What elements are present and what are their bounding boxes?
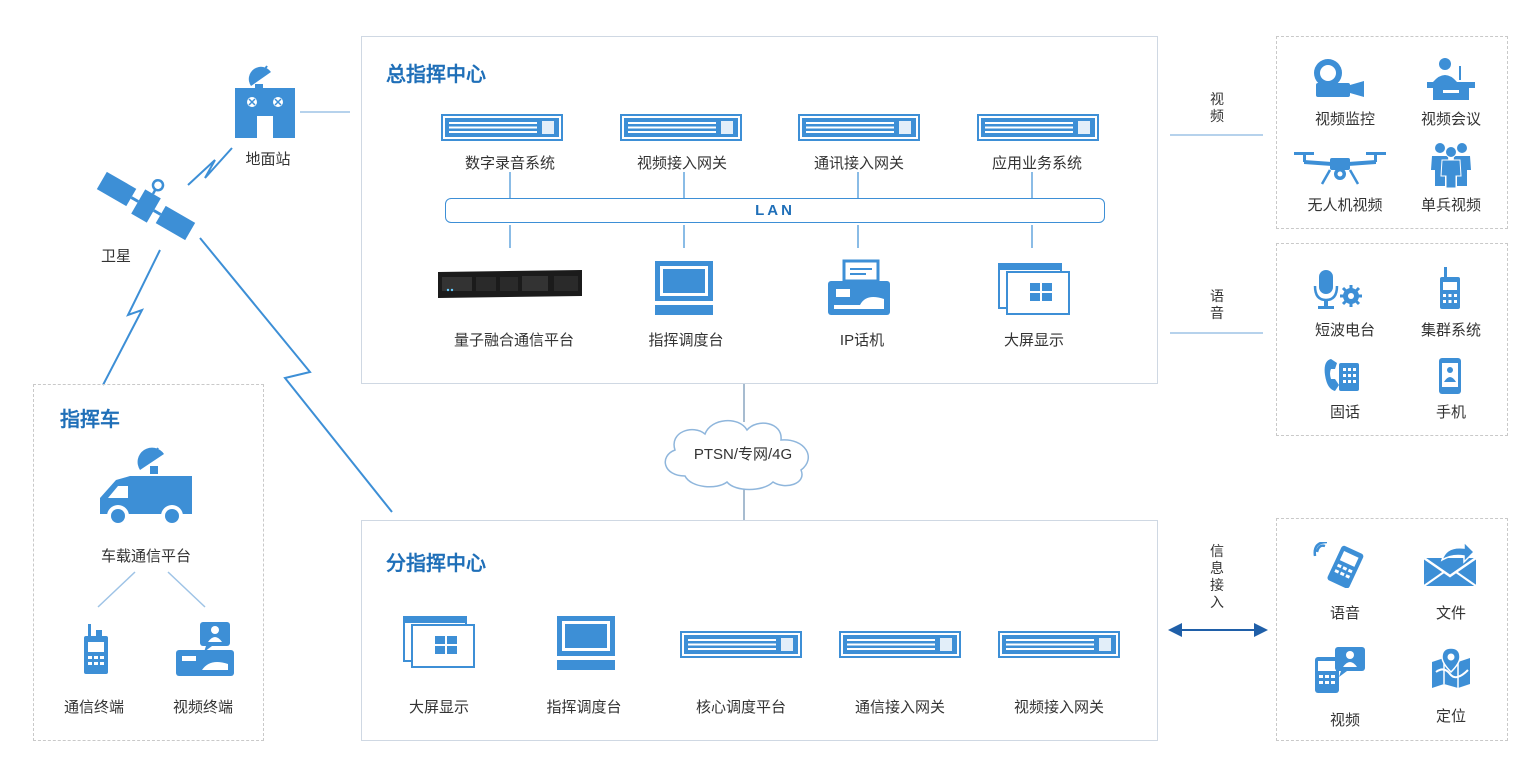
server-icon bbox=[977, 114, 1099, 141]
sub-dispatch-console-label: 指挥调度台 bbox=[546, 699, 622, 716]
server-icon bbox=[441, 114, 563, 141]
video-call-icon bbox=[1313, 645, 1367, 695]
quantum-platform-label: 量子融合通信平台 bbox=[453, 332, 575, 349]
recording-system-label: 数字录音系统 bbox=[464, 155, 556, 172]
server-icon bbox=[680, 631, 802, 658]
landline-icon bbox=[1323, 357, 1361, 393]
landline-label: 固话 bbox=[1329, 404, 1361, 421]
vehicle-platform-label: 车载通信平台 bbox=[100, 548, 192, 565]
main-command-center-panel bbox=[361, 36, 1158, 384]
ground-station-label: 地面站 bbox=[245, 151, 291, 168]
server-icon bbox=[798, 114, 920, 141]
sub-video-gateway-label: 视频接入网关 bbox=[1013, 699, 1105, 716]
video-conference-label: 视频会议 bbox=[1420, 111, 1482, 128]
walkie-talkie-icon bbox=[82, 622, 110, 676]
dispatch-console-icon bbox=[555, 614, 617, 672]
core-dispatch-platform-label: 核心调度平台 bbox=[695, 699, 787, 716]
quantum-platform-device-icon bbox=[436, 268, 584, 300]
info-file-label: 文件 bbox=[1435, 605, 1467, 622]
video-terminal-label: 视频终端 bbox=[172, 699, 234, 716]
info-access-panel bbox=[1276, 518, 1508, 741]
ip-phone-icon bbox=[826, 259, 892, 317]
soldier-video-label: 单兵视频 bbox=[1420, 197, 1482, 214]
sub-comm-gateway-label: 通信接入网关 bbox=[854, 699, 946, 716]
video-sources-panel bbox=[1276, 36, 1508, 229]
satellite-icon bbox=[93, 168, 199, 244]
video-terminal-icon bbox=[174, 620, 236, 678]
shortwave-radio-icon bbox=[1313, 268, 1363, 310]
sub-command-center-panel bbox=[361, 520, 1158, 741]
mobile-phone-icon bbox=[1437, 356, 1463, 396]
drone-video-label: 无人机视频 bbox=[1307, 197, 1383, 214]
trunking-system-label: 集群系统 bbox=[1420, 322, 1482, 339]
main-center-title: 总指挥中心 bbox=[386, 64, 486, 86]
comm-gateway-label: 通讯接入网关 bbox=[813, 155, 905, 172]
file-mail-icon bbox=[1422, 540, 1478, 588]
big-screen-label: 大屏显示 bbox=[1003, 332, 1065, 349]
lan-bus: LAN bbox=[445, 198, 1105, 223]
dispatch-console-icon bbox=[653, 259, 715, 317]
ip-phone-label: IP话机 bbox=[839, 332, 885, 349]
network-cloud-label: PTSN/专网/4G bbox=[693, 446, 793, 463]
command-vehicle-panel bbox=[33, 384, 264, 741]
satellite-label: 卫星 bbox=[100, 248, 132, 265]
voice-side-label: 语音 bbox=[1210, 288, 1224, 321]
satellite-sub-lightning-icon bbox=[199, 237, 393, 513]
server-icon bbox=[998, 631, 1120, 658]
drone-icon bbox=[1292, 146, 1388, 186]
satellite-ground-lightning-icon bbox=[187, 147, 233, 186]
location-map-icon bbox=[1430, 648, 1472, 688]
video-side-label: 视频 bbox=[1210, 91, 1224, 124]
video-surveillance-label: 视频监控 bbox=[1314, 111, 1376, 128]
info-location-label: 定位 bbox=[1435, 708, 1467, 725]
mobile-phone-label: 手机 bbox=[1435, 404, 1467, 421]
sub-center-title: 分指挥中心 bbox=[386, 553, 486, 575]
shortwave-radio-label: 短波电台 bbox=[1314, 322, 1376, 339]
video-gateway-label: 视频接入网关 bbox=[636, 155, 728, 172]
app-system-label: 应用业务系统 bbox=[991, 155, 1083, 172]
info-access-side-label: 信息接入 bbox=[1210, 543, 1224, 610]
command-vehicle-icon bbox=[98, 446, 194, 530]
network-cloud-icon bbox=[655, 410, 825, 494]
voice-sources-panel bbox=[1276, 243, 1508, 436]
sub-big-screen-label: 大屏显示 bbox=[408, 699, 470, 716]
server-icon bbox=[839, 631, 961, 658]
info-voice-label: 语音 bbox=[1329, 605, 1361, 622]
info-video-label: 视频 bbox=[1329, 712, 1361, 729]
lan-connectors bbox=[509, 172, 1033, 248]
big-screen-icon bbox=[998, 263, 1070, 315]
trunking-radio-icon bbox=[1438, 265, 1462, 311]
command-vehicle-title: 指挥车 bbox=[60, 409, 120, 431]
big-screen-icon bbox=[403, 616, 475, 668]
comm-terminal-label: 通信终端 bbox=[63, 699, 125, 716]
dispatch-console-label: 指挥调度台 bbox=[648, 332, 724, 349]
video-conference-icon bbox=[1425, 56, 1477, 102]
voice-call-icon bbox=[1313, 542, 1365, 588]
surveillance-camera-icon bbox=[1312, 57, 1366, 101]
ground-station-icon bbox=[233, 62, 297, 138]
satellite-vehicle-lightning-icon bbox=[102, 249, 161, 386]
soldier-group-icon bbox=[1428, 140, 1474, 188]
server-icon bbox=[620, 114, 742, 141]
